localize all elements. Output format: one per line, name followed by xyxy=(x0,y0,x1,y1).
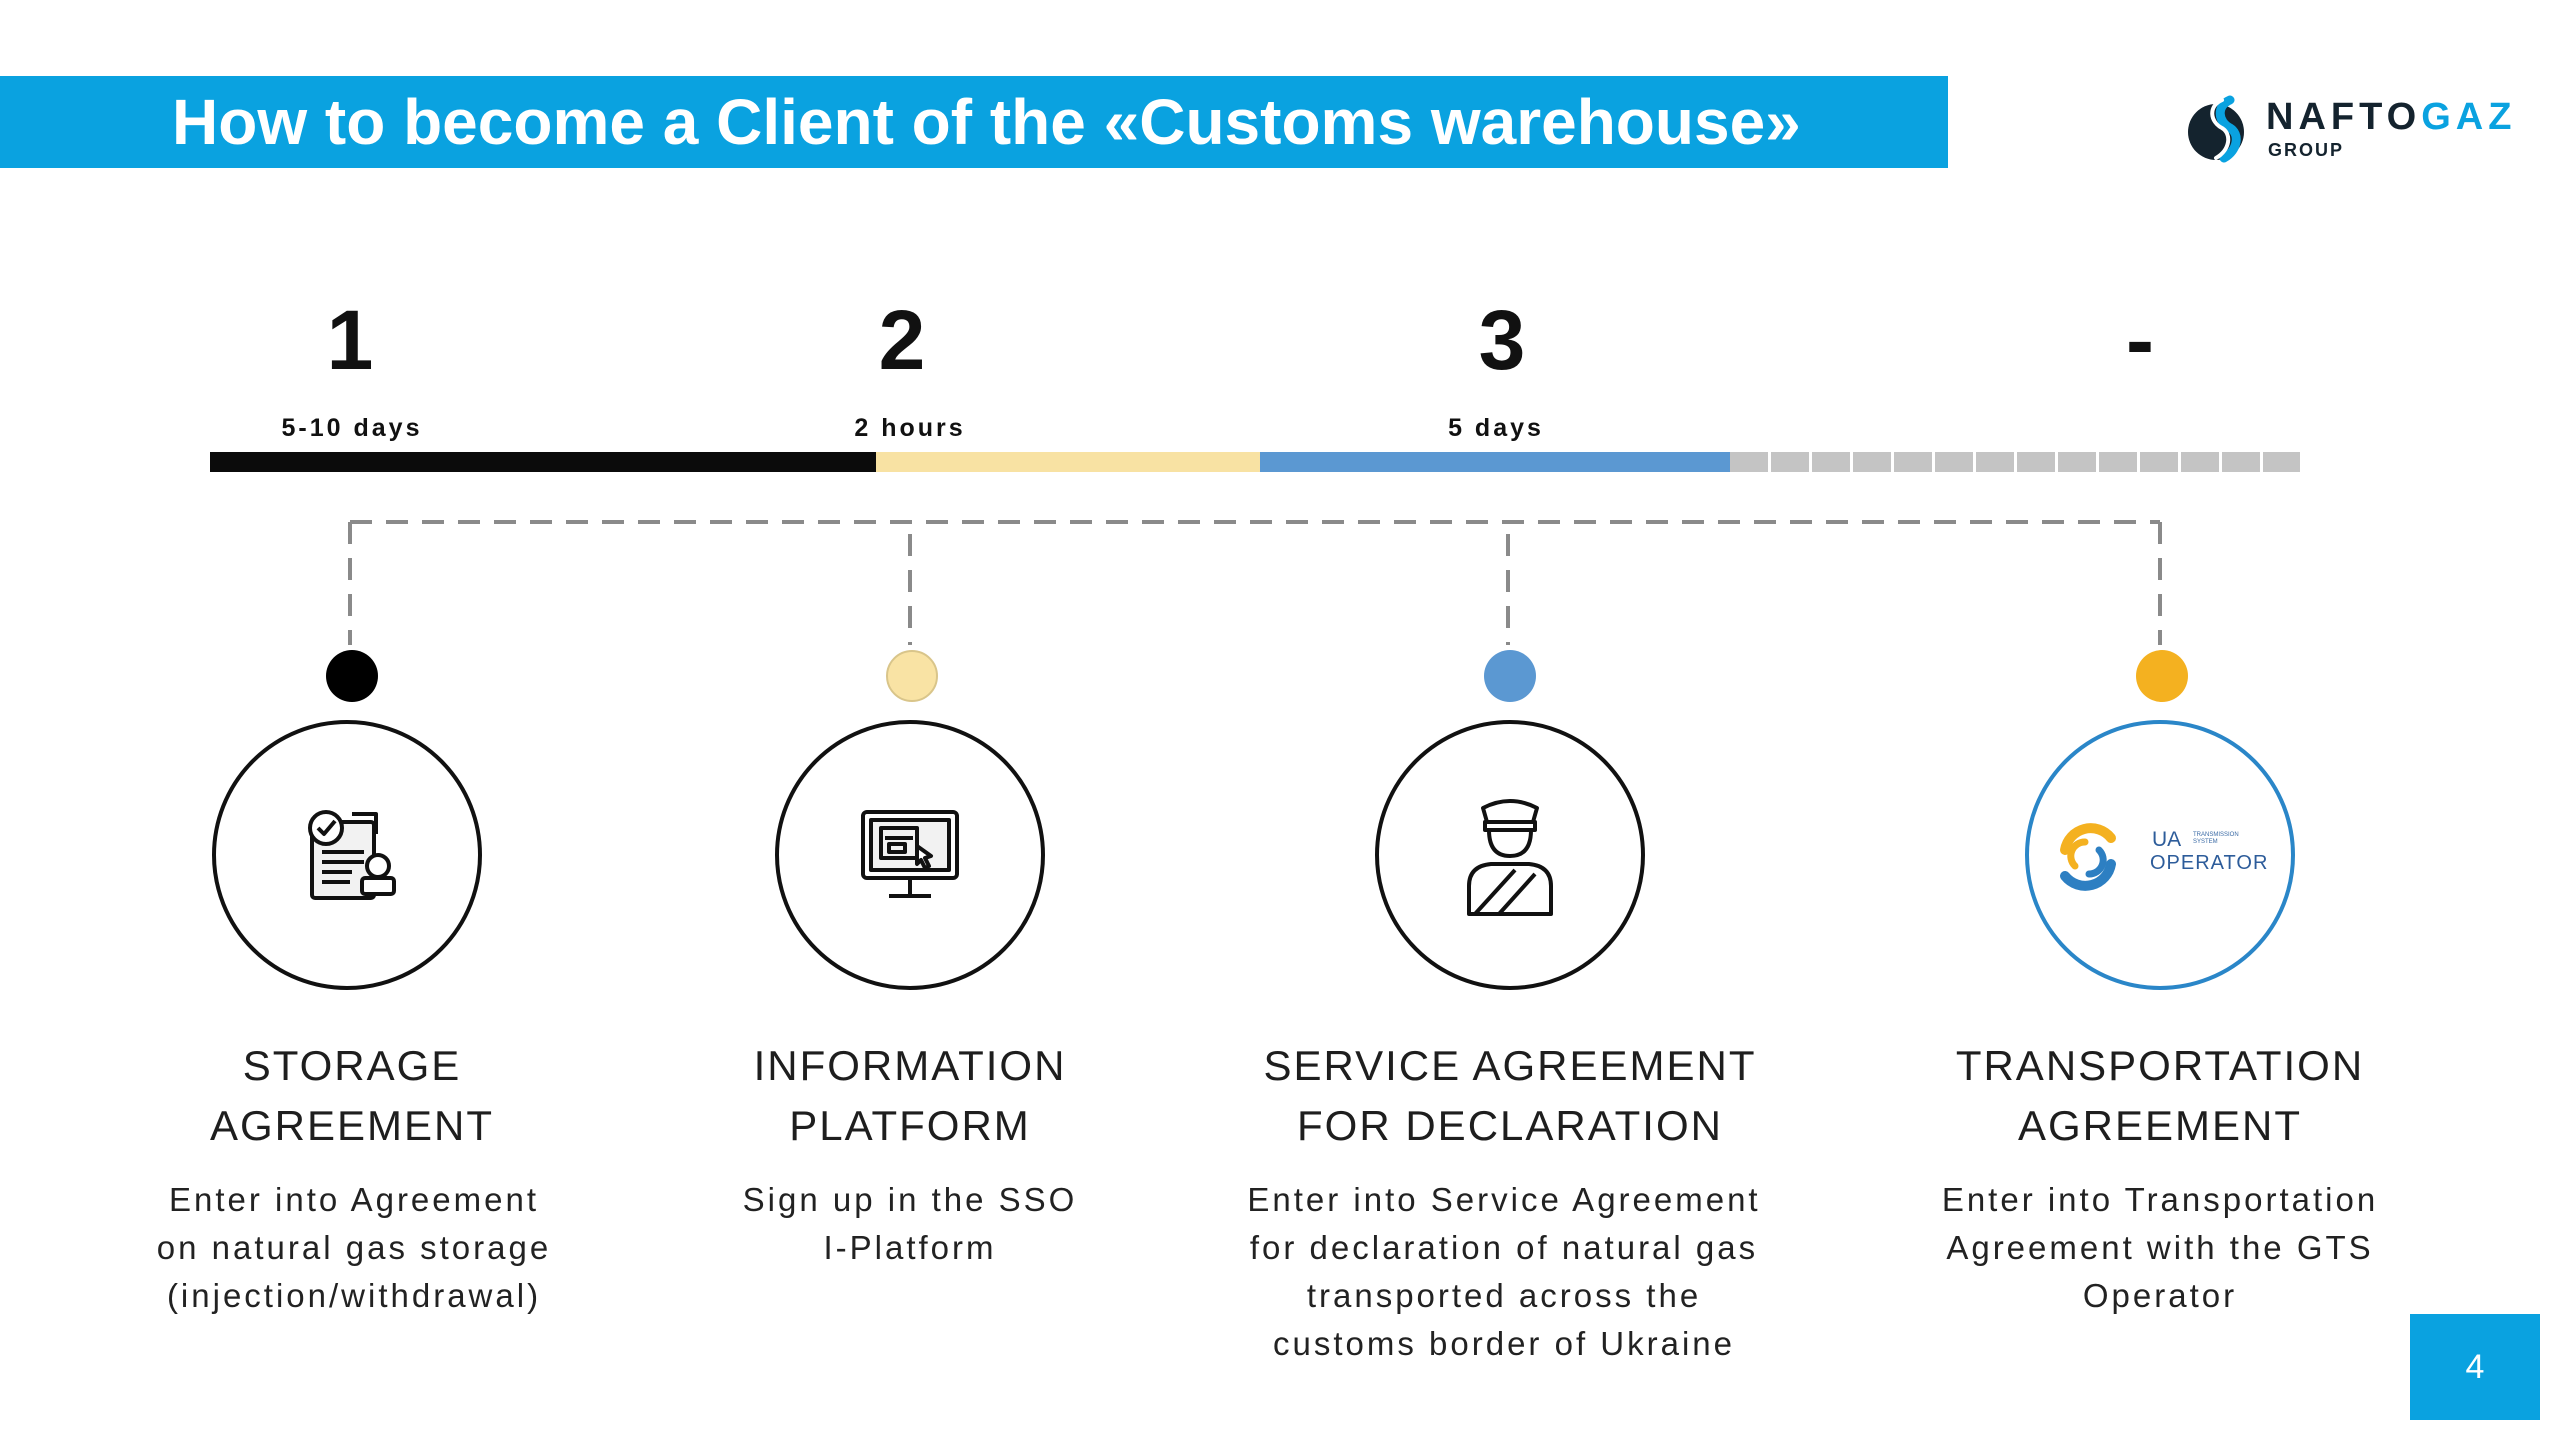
step-number-2: 2 xyxy=(878,293,926,387)
naftogaz-logo: NAFTOGAZ GROUP xyxy=(2186,88,2526,168)
dashed-connector-lines xyxy=(348,520,2162,645)
computer-platform-icon xyxy=(861,810,959,898)
customs-officer-icon xyxy=(1467,799,1553,916)
title-bar: How to become a Client of the «Customs w… xyxy=(0,76,1948,168)
step-icon-circle-2 xyxy=(775,720,1045,990)
progress-segment-remaining xyxy=(1730,452,2300,472)
step-duration-2: 2 hours xyxy=(854,414,966,442)
progress-segment-step-2 xyxy=(876,452,1260,472)
progress-segment-step-3 xyxy=(1260,452,1730,472)
step-dot-4 xyxy=(2136,650,2188,702)
step-number-1: 1 xyxy=(326,293,374,387)
step-dot-2 xyxy=(886,650,938,702)
step-dot-1 xyxy=(326,650,378,702)
page-title: How to become a Client of the «Customs w… xyxy=(172,86,1801,158)
ua-operator-emblem xyxy=(2060,823,2116,891)
logo-name: NAFTOGAZ xyxy=(2266,96,2517,138)
logo-subtitle: GROUP xyxy=(2268,140,2345,160)
progress-segment-step-1 xyxy=(210,452,876,472)
step-icon-circle-1 xyxy=(212,720,482,990)
progress-bar xyxy=(210,452,2300,472)
step-duration-1: 5-10 days xyxy=(281,414,423,442)
step-number-3: 3 xyxy=(1478,293,1526,387)
contract-icon xyxy=(308,810,396,900)
ua-operator-word: OPERATOR xyxy=(2150,852,2269,874)
step-duration-3: 5 days xyxy=(1448,414,1544,442)
step-number-4: - xyxy=(2126,293,2154,387)
naftogaz-logo-mark xyxy=(2188,95,2244,163)
ua-operator-name: UA xyxy=(2152,828,2182,851)
page-number: 4 xyxy=(2410,1314,2540,1420)
step-icon-circle-3 xyxy=(1375,720,1645,990)
step-dot-3 xyxy=(1484,650,1536,702)
